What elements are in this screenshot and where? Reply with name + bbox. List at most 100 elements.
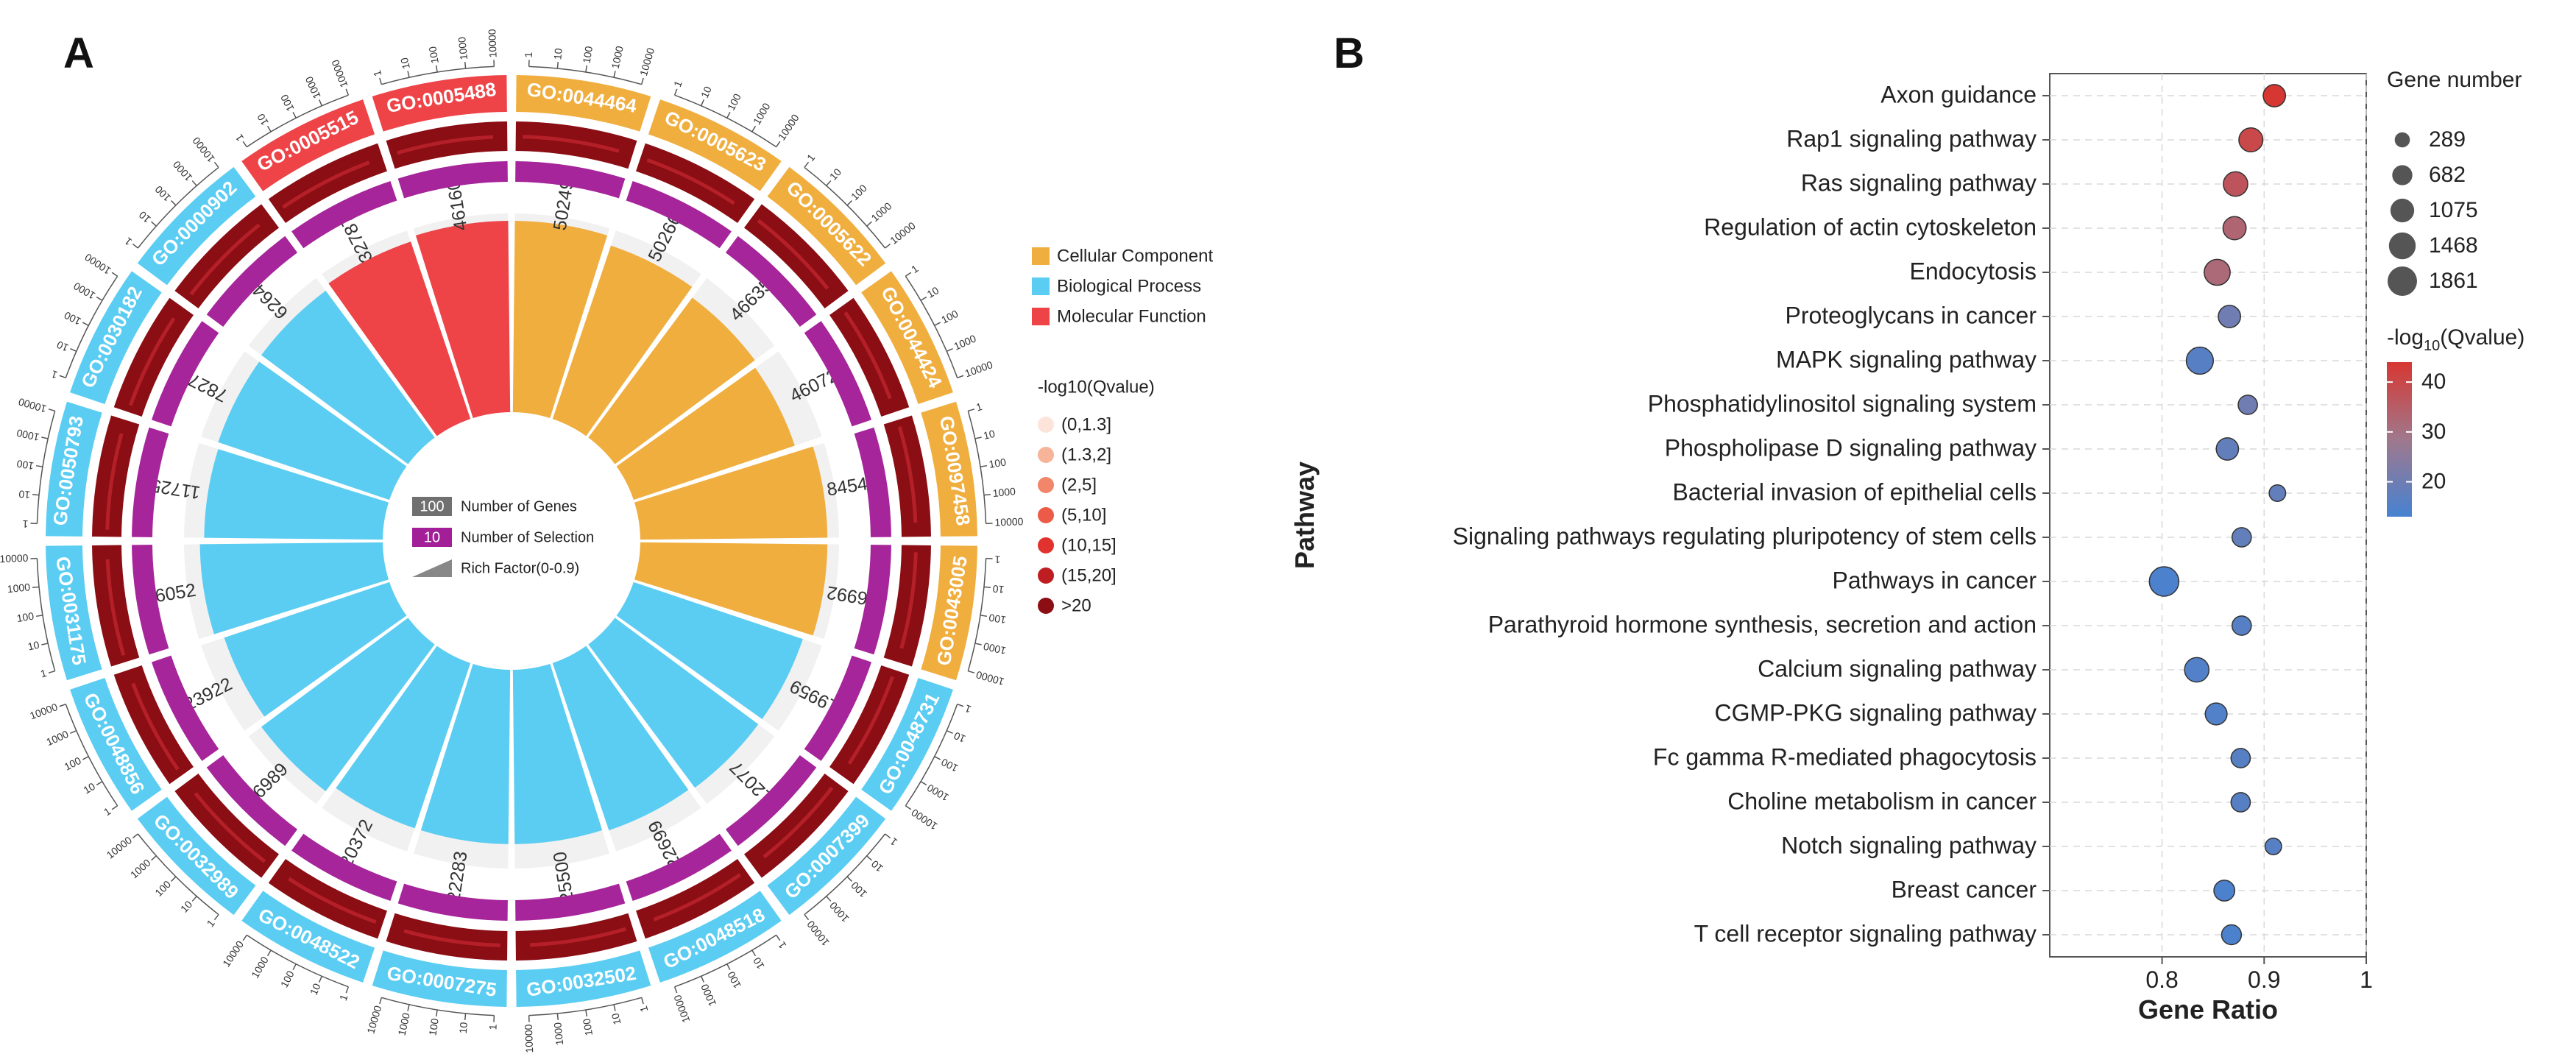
qvalue-legend-label: (10,15] [1061,535,1117,555]
pathway-dot [2218,305,2242,328]
pathway-label: Endocytosis [1909,258,2037,284]
category-swatch [1032,308,1050,325]
scale-tick [266,949,272,957]
pathway-dot [2268,484,2287,502]
center-legend-swatch [412,528,452,547]
qvalue-ring-segment [268,859,387,939]
pathway-label: Choline metabolism in cancer [1727,788,2037,814]
scale-tick [111,805,118,810]
scale-tick-label: 10 [827,166,843,182]
scale-tick [35,615,43,618]
scale-axis [137,166,219,249]
scale-tick [804,914,810,921]
scale-tick-label: 1000 [71,280,97,302]
center-legend-wedge [412,559,452,577]
term-label-band [516,950,651,1007]
dotplot-legends: Gene number289682107514681861-log10(Qval… [2387,68,2524,517]
pathway-label: Notch signaling pathway [1781,832,2037,858]
scale-tick-label: 100 [426,1017,440,1036]
scale-tick-label: 10000 [637,46,657,77]
scale-tick-label: 10 [751,955,767,972]
scale-tick-label: 1 [337,993,350,1002]
qvalue-ring-stripe [523,135,620,153]
pathway-dot [2204,258,2231,286]
scale-tick [974,436,982,439]
rich-factor-bar [616,581,803,719]
scale-tick-label: 100 [988,612,1007,626]
scale-tick-label: 100 [16,610,35,624]
scale-tick [242,934,247,941]
scale-tick-label: 10 [255,112,271,128]
selection-ring-segment [206,754,298,846]
scale-tick [726,111,731,119]
scale-tick-label: 10 [55,339,71,354]
scale-tick-label: 1 [776,939,789,951]
color-legend-tick-label: 40 [2421,369,2446,394]
scale-tick-label: 1 [486,1024,498,1030]
pathway-dot [2231,527,2252,548]
scale-tick-label: 1000 [609,45,626,70]
scale-tick [726,963,731,971]
rich-factor-bar [261,618,435,791]
qvalue-ring-segment [515,913,637,961]
plot-frame [2049,73,2367,958]
qvalue-legend-label: (2,5] [1061,475,1097,495]
qvalue-ring-segment [113,665,194,785]
scale-tick [191,896,197,902]
selection-ring-segment [132,545,169,655]
scale-tick [59,703,66,707]
pathway-dot [2231,615,2252,636]
scale-tick-label: 10000 [105,834,135,861]
size-legend-label: 682 [2429,163,2466,187]
rich-factor-bar [512,663,603,844]
color-legend-title-prefix: -log [2387,325,2424,350]
term-label-band [861,677,953,811]
scale-tick-label: 10000 [329,58,350,89]
scale-tick-label: 10000 [523,1024,535,1053]
scale-tick-label: 1000 [751,101,773,127]
pathway-dot [2262,84,2287,107]
qvalue-ring-segment [92,545,140,667]
pathway-label: MAPK signaling pathway [1776,346,2037,372]
scale-tick [885,243,891,249]
qvalue-ring-stripe [105,559,126,656]
scale-tick-label: 1000 [302,74,322,100]
scale-tick-label: 1 [994,553,1001,565]
scale-tick-label: 1000 [982,640,1007,657]
pathway-label: Bacterial invasion of epithelial cells [1673,478,2037,505]
scale-tick [266,125,272,132]
scale-tick-label: 10000 [190,135,217,165]
scale-tick [946,348,953,352]
scale-tick-label: 100 [849,880,869,900]
scale-tick [946,730,953,734]
qvalue-ring-segment [515,121,637,169]
scale-tick [866,221,872,227]
scale-tick [96,781,103,786]
selection-ring-segment [804,655,872,761]
scale-tick [292,963,297,971]
scale-tick [974,643,982,646]
scale-tick-label: 100 [426,46,440,65]
rich-factor-bar [552,245,693,436]
x-tick-label: 0.8 [2145,966,2178,993]
scale-tick-label: 100 [849,182,869,202]
scale-tick [48,670,55,673]
category-legend-item: Molecular Function [1032,306,1206,326]
scale-tick [751,125,757,132]
scale-tick-label: 10000 [994,515,1024,528]
scale-tick-label: 100 [725,969,743,990]
qvalue-legend-item: (10,15] [1038,535,1117,555]
selection-ring-segment [397,161,508,199]
pathway-label: Signaling pathways regulating pluripoten… [1453,523,2037,549]
qvalue-dot [1038,447,1054,463]
selection-ring-segment [515,161,626,199]
size-legend-label: 1075 [2429,198,2478,222]
scale-tick [846,200,852,206]
scale-tick-label: 10000 [974,668,1005,687]
